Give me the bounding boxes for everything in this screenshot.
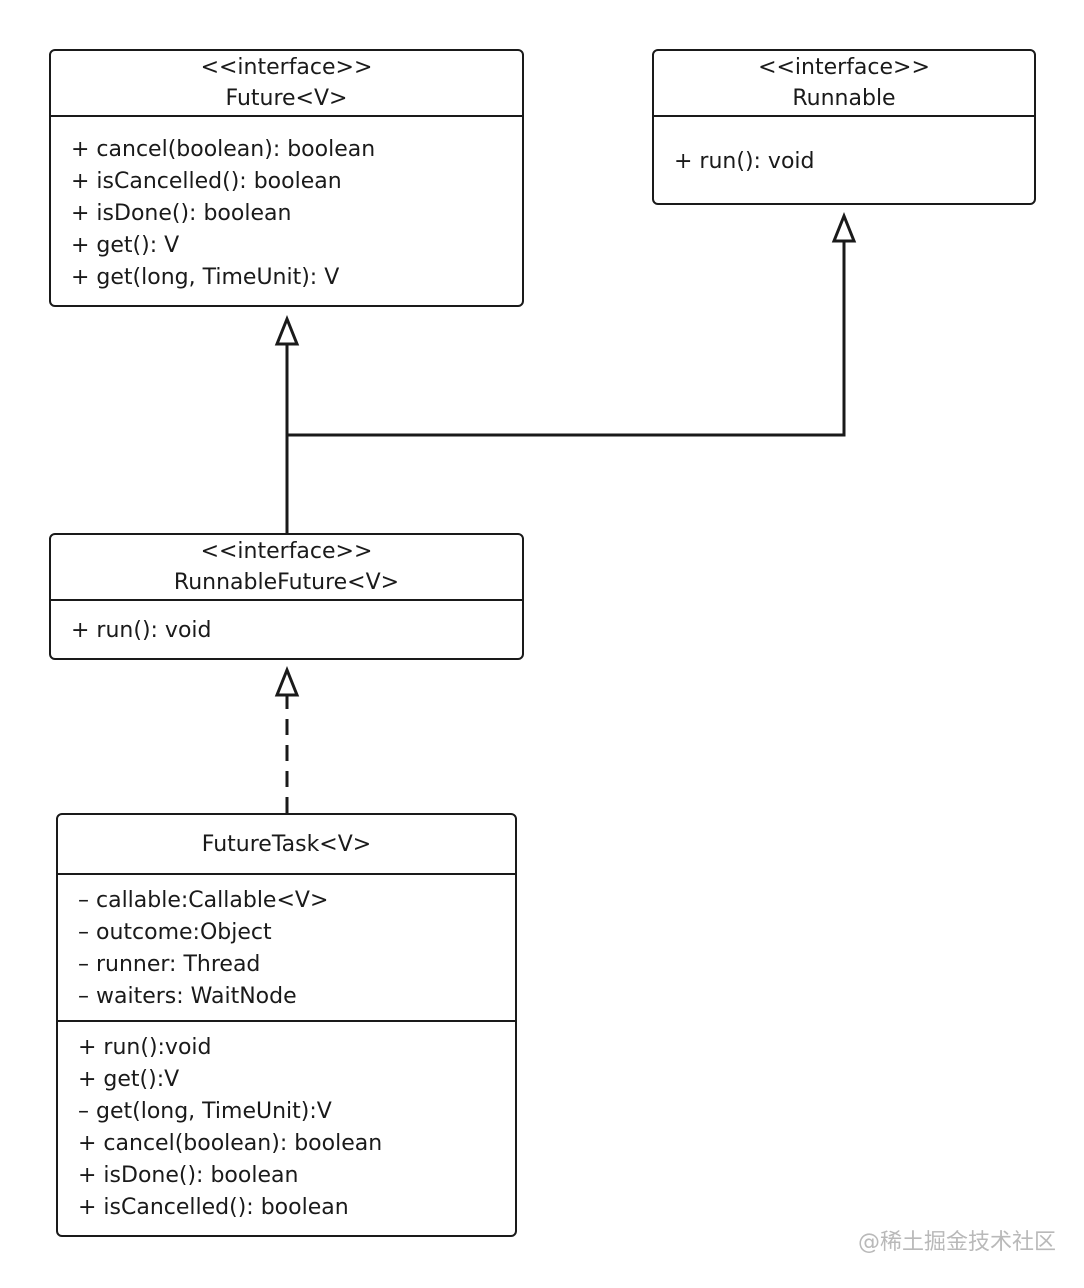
class-name: Runnable (792, 86, 896, 111)
stereotype-label: <<interface>> (200, 55, 373, 80)
method-row: + get(): V (71, 233, 180, 258)
attribute-row: – runner: Thread (78, 952, 261, 977)
class-name: Future<V> (225, 86, 348, 111)
method-row: + run(): void (674, 149, 815, 174)
stereotype-label: <<interface>> (758, 55, 930, 80)
class-box-runnable-future: <<interface>> RunnableFuture<V> + run():… (49, 533, 524, 660)
method-row: + get(long, TimeUnit): V (71, 265, 340, 290)
methods-section: + run(): void (51, 601, 522, 647)
stereotype-label: <<interface>> (200, 539, 373, 564)
method-row: + cancel(boolean): boolean (78, 1131, 383, 1156)
watermark: @稀土掘金技术社区 (857, 1230, 1056, 1255)
method-row: + run(): void (71, 618, 212, 643)
attribute-row: – callable:Callable<V> (78, 888, 329, 913)
method-row: + isDone(): boolean (78, 1163, 299, 1188)
attribute-row: – outcome:Object (78, 920, 272, 945)
method-row: + isCancelled(): boolean (78, 1195, 349, 1220)
methods-section: + cancel(boolean): boolean + isCancelled… (51, 117, 522, 294)
attribute-row: – waiters: WaitNode (78, 984, 297, 1009)
hollow-arrowhead-runnable (831, 211, 857, 243)
attributes-section: – callable:Callable<V> – outcome:Object … (58, 875, 515, 1022)
method-row: + isDone(): boolean (71, 201, 292, 226)
class-box-runnable: <<interface>> Runnable + run(): void (652, 49, 1036, 205)
generalization-line-runnable (287, 241, 846, 437)
methods-section: + run(): void (654, 117, 1034, 178)
methods-section: + run():void + get():V – get(long, TimeU… (58, 1022, 515, 1224)
class-header: <<interface>> Runnable (654, 51, 1034, 117)
class-box-future: <<interface>> Future<V> + cancel(boolean… (49, 49, 524, 307)
method-row: – get(long, TimeUnit):V (78, 1099, 332, 1124)
hollow-arrowhead-runnable-future (274, 665, 300, 697)
class-name: RunnableFuture<V> (173, 570, 400, 595)
class-box-future-task: FutureTask<V> – callable:Callable<V> – o… (56, 813, 517, 1237)
class-name: FutureTask<V> (201, 831, 372, 857)
method-row: + isCancelled(): boolean (71, 169, 342, 194)
class-header: <<interface>> RunnableFuture<V> (51, 535, 522, 601)
hollow-arrowhead-future (274, 314, 300, 346)
class-header: <<interface>> Future<V> (51, 51, 522, 117)
method-row: + cancel(boolean): boolean (71, 137, 376, 162)
class-header: FutureTask<V> (58, 815, 515, 875)
method-row: + run():void (78, 1035, 212, 1060)
method-row: + get():V (78, 1067, 180, 1092)
